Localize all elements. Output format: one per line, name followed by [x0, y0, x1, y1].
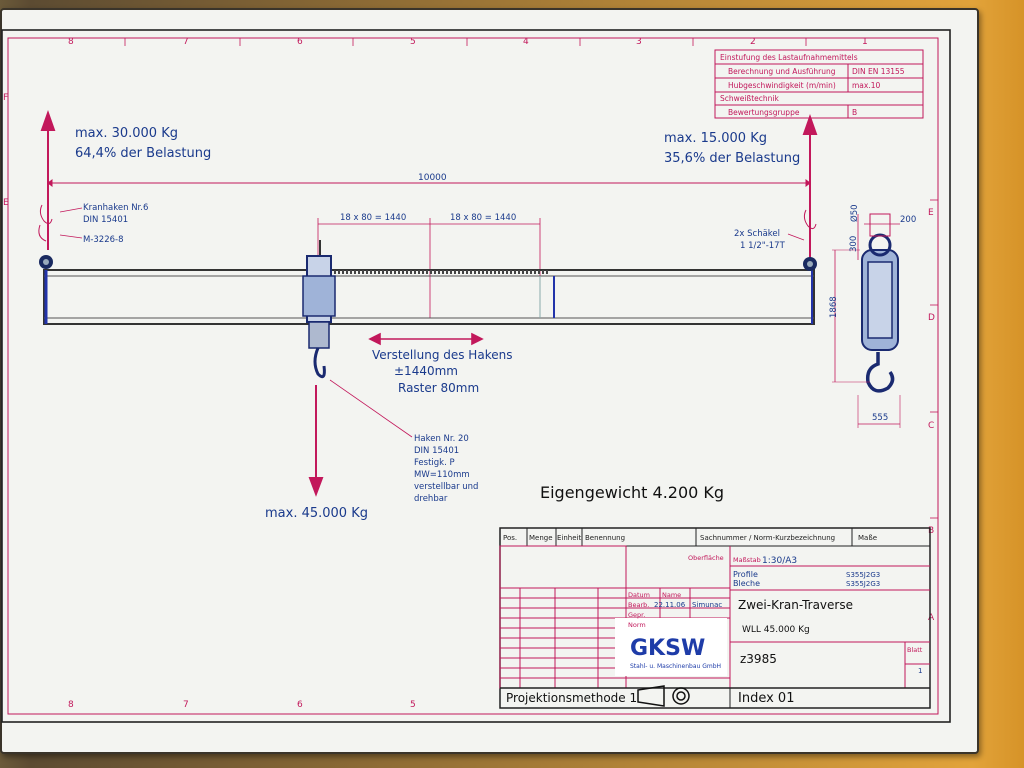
right-shackle: [787, 209, 817, 271]
border-letter: A: [928, 613, 935, 623]
company-logo: GKSW: [630, 636, 705, 661]
table-cell: Einstufung des Lastaufnahmemittels: [720, 53, 858, 62]
border-num: 4: [523, 37, 529, 47]
blatt-label: Blatt: [907, 646, 923, 654]
left-hook-label: Kranhaken Nr.6: [83, 203, 148, 213]
border-num: 6: [297, 37, 303, 47]
norm-label: Norm: [628, 621, 646, 629]
hook20-strength: Festigk. P: [414, 458, 455, 468]
border-num: 1: [862, 37, 868, 47]
span-label: 10000: [418, 173, 447, 183]
dim-1868: 1868: [829, 296, 839, 318]
adjust-raster: Raster 80mm: [398, 381, 479, 395]
border-num: 7: [183, 700, 189, 710]
border-letter: E: [3, 198, 9, 208]
dim-right-raster: 18 x 80 = 1440: [450, 213, 516, 223]
traverse-beam: [43, 269, 815, 325]
table-cell: Berechnung und Ausführung: [728, 67, 836, 76]
name-label: Name: [662, 591, 681, 599]
drawing-title: Zwei-Kran-Traverse: [738, 598, 853, 612]
col-pos: Pos.: [503, 534, 517, 542]
bearb-name: Simunac: [692, 601, 722, 609]
bearb-date: 22.11.06: [654, 601, 686, 609]
bearb-label: Bearb.: [628, 601, 649, 609]
adjust-range: ±1440mm: [394, 364, 458, 378]
side-view: [832, 213, 901, 428]
hook20-din: DIN 15401: [414, 446, 459, 456]
adjust-title: Verstellung des Hakens: [372, 348, 512, 362]
profile-value: S355J2G3: [846, 571, 880, 579]
left-crane-hook: [38, 204, 83, 269]
border-letter: D: [928, 313, 935, 323]
massstab-value: 1:30/A3: [762, 556, 797, 566]
border-letter: C: [928, 421, 934, 431]
projection-symbol-icon: [637, 685, 690, 707]
left-load-max: max. 30.000 Kg: [75, 126, 178, 141]
center-trolley: [302, 240, 336, 379]
border-num: 7: [183, 37, 189, 47]
border-num: 5: [410, 37, 416, 47]
dim-555: 555: [872, 413, 888, 423]
shackle-label: 2x Schäkel: [734, 229, 780, 239]
border-letter: E: [928, 208, 934, 218]
span-dimension: [47, 179, 811, 187]
hook20-mw: MW=110mm: [414, 470, 470, 480]
border-num: 8: [68, 37, 74, 47]
left-hook-number: M-3226-8: [83, 235, 124, 245]
gepr-label: Gepr.: [628, 611, 645, 619]
table-cell: B: [852, 108, 857, 117]
center-load-max: max. 45.000 Kg: [265, 506, 368, 521]
dim-left-raster: 18 x 80 = 1440: [340, 213, 406, 223]
table-cell: Bewertungsgruppe: [728, 108, 800, 117]
border-letter: F: [3, 93, 8, 103]
table-cell: Hubgeschwindigkeit (m/min): [728, 81, 836, 90]
classification-table: Einstufung des Lastaufnahmemittels Berec…: [714, 49, 924, 119]
border-num: 5: [410, 700, 416, 710]
left-load-percent: 64,4% der Belastung: [75, 146, 211, 161]
dim-300: 300: [849, 236, 859, 252]
col-einheit: Einheit: [557, 534, 581, 542]
inner-border: [7, 37, 939, 715]
table-cell: max.10: [852, 81, 880, 90]
border-num: 2: [750, 37, 756, 47]
table-cell: DIN EN 13155: [852, 67, 905, 76]
drawing-number: z3985: [740, 652, 777, 666]
index-label: Index 01: [738, 691, 794, 706]
col-benennung: Benennung: [585, 534, 625, 542]
border-letter: B: [928, 526, 934, 536]
company-logo-area: [615, 618, 727, 676]
self-weight: Eigengewicht 4.200 Kg: [540, 483, 724, 502]
datum-label: Datum: [628, 591, 650, 599]
col-menge: Menge: [529, 534, 553, 542]
profile-label: Profile: [733, 570, 758, 579]
projection-method: Projektionsmethode 1: [506, 691, 637, 705]
blatt-number: 1: [918, 667, 922, 675]
border-num: 3: [636, 37, 642, 47]
dim-200: 200: [900, 215, 916, 225]
dim-phi50: Ø50: [849, 204, 860, 222]
massstab-label: Maßstab: [733, 556, 761, 564]
adjust-arrow: [368, 332, 484, 346]
col-sachnummer: Sachnummer / Norm-Kurzbezeichnung: [700, 534, 835, 542]
border-num: 8: [68, 700, 74, 710]
bleche-value: S355J2G3: [846, 580, 880, 588]
hook20-rotate: drehbar: [414, 494, 448, 504]
outer-border: [1, 29, 951, 723]
left-hook-din: DIN 15401: [83, 215, 128, 225]
right-load-max: max. 15.000 Kg: [664, 131, 767, 146]
oberflaeche-label: Oberfläche: [688, 554, 724, 562]
drawing-subtitle: WLL 45.000 Kg: [742, 625, 810, 635]
hook20-label: Haken Nr. 20: [414, 434, 469, 444]
title-block: [499, 527, 931, 709]
bleche-label: Bleche: [733, 579, 760, 588]
table-cell: Schweißtechnik: [720, 94, 779, 103]
col-masse: Maße: [858, 534, 877, 542]
company-name: Stahl- u. Maschinenbau GmbH: [630, 663, 721, 670]
border-num: 6: [297, 700, 303, 710]
right-load-percent: 35,6% der Belastung: [664, 151, 800, 166]
shackle-spec: 1 1/2"-17T: [740, 241, 786, 251]
hook20-adjust: verstellbar und: [414, 482, 478, 492]
